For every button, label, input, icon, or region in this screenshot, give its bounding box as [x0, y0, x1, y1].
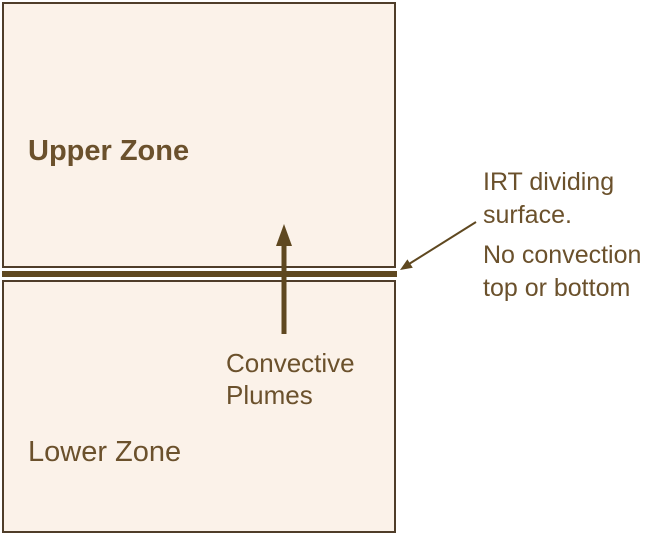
irt-dividing-surface-note: IRT dividing surface.: [483, 166, 614, 232]
irt-annotation-arrow-icon: [400, 221, 477, 270]
no-convection-line1: No convection: [483, 241, 642, 269]
convective-plumes-label: Convective Plumes: [226, 347, 355, 411]
irt-dividing-surface-line: [2, 271, 397, 277]
lower-zone-box: Lower Zone: [2, 280, 396, 533]
upper-zone-box: Upper Zone: [2, 2, 396, 268]
lower-zone-label: Lower Zone: [28, 436, 182, 468]
convective-plumes-line1: Convective: [226, 348, 355, 378]
no-convection-line2: top or bottom: [483, 274, 631, 302]
irt-note-line2: surface.: [483, 201, 572, 229]
convective-plumes-up-arrow-icon: [276, 224, 292, 334]
irt-note-line1: IRT dividing: [483, 168, 615, 196]
no-convection-note: No convection top or bottom: [483, 239, 641, 305]
upper-zone-label: Upper Zone: [28, 135, 190, 167]
convective-plumes-line2: Plumes: [226, 380, 313, 410]
